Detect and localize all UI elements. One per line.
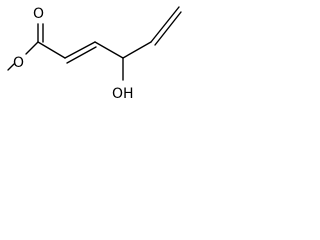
bond-c1-c2 [37, 41, 66, 59]
bond-c2-c3-double-b [66, 46, 97, 64]
bond-c5-c6-double-a [150, 6, 180, 43]
bonds [7, 6, 182, 81]
ester-oxygen-label: O [13, 55, 24, 71]
bond-methyl-o [7, 63, 15, 71]
chemical-structure: O O OH [7, 6, 182, 102]
bond-c4-c5 [122, 41, 152, 59]
bond-c5-c6-double-b [154, 11, 182, 46]
bond-c2-c3-double-a [64, 41, 96, 59]
carbonyl-oxygen-label: O [33, 6, 44, 22]
hydroxyl-label: OH [112, 86, 134, 102]
bond-c3-c4 [94, 41, 124, 59]
bond-o-carbonyl-carbon [25, 41, 39, 55]
